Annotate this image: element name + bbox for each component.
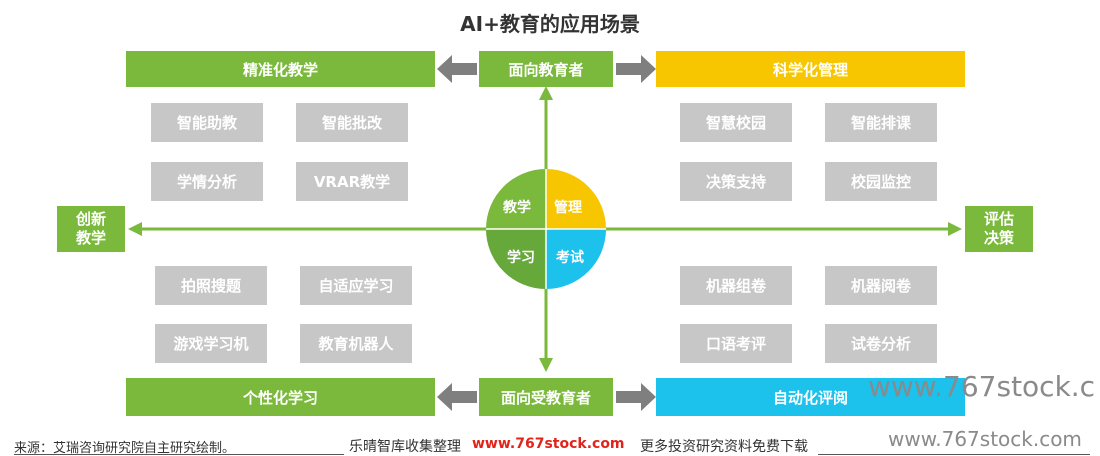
right-axis-label-line-2: 决策 <box>983 229 1014 247</box>
scenario-tile: 机器阅卷 <box>825 266 937 305</box>
scenario-tile: 自适应学习 <box>300 266 412 305</box>
watermark-side: www.767stock.c <box>868 370 1096 403</box>
scenario-tile: VRAR教学 <box>296 162 408 201</box>
top-left-category-label: 精准化教学 <box>242 60 318 79</box>
scenario-tile: 智能助教 <box>151 103 263 142</box>
scenario-tile: 智能批改 <box>296 103 408 142</box>
page-title: AI+教育的应用场景 <box>460 12 640 36</box>
center-quadrant-teaching: 教学 <box>503 200 531 216</box>
scenario-tile: 决策支持 <box>680 162 792 201</box>
watermark-bottom: www.767stock.com <box>888 427 1082 451</box>
left-axis-label-line-2: 教学 <box>75 229 106 247</box>
source-note: 来源：艾瑞咨询研究院自主研究绘制。 <box>14 441 236 456</box>
top-center-label-box: 面向教育者 <box>479 51 613 87</box>
arrow-left-icon <box>437 383 477 411</box>
bottom-center-label-box: 面向受教育者 <box>479 378 613 416</box>
footer-url-link[interactable]: www.767stock.com <box>472 436 625 452</box>
footer-brand: 乐晴智库收集整理 <box>349 439 461 455</box>
bottom-center-label: 面向受教育者 <box>500 388 591 407</box>
scenario-tile: 智能排课 <box>825 103 937 142</box>
center-circle <box>486 169 606 289</box>
right-axis-label: 评估 决策 <box>965 206 1033 252</box>
center-quadrant-exam: 考试 <box>556 250 584 266</box>
arrow-right-icon <box>616 383 656 411</box>
top-right-category-bar: 科学化管理 <box>656 51 965 87</box>
scenario-tile: 游戏学习机 <box>155 324 267 363</box>
scenario-tile: 校园监控 <box>825 162 937 201</box>
bottom-left-category-label: 个性化学习 <box>242 388 318 407</box>
center-quadrant-management: 管理 <box>554 200 582 216</box>
top-center-label: 面向教育者 <box>508 60 584 79</box>
arrow-right-icon <box>616 55 656 83</box>
right-axis-label-line-1: 评估 <box>983 210 1014 228</box>
footer-divider-left <box>14 454 344 455</box>
scenario-tile: 智慧校园 <box>680 103 792 142</box>
scenario-tile: 教育机器人 <box>300 324 412 363</box>
top-left-category-bar: 精准化教学 <box>126 51 435 87</box>
scenario-tile: 试卷分析 <box>825 324 937 363</box>
left-axis-label-line-1: 创新 <box>75 210 106 228</box>
center-quadrant-learning: 学习 <box>507 250 535 266</box>
left-axis-label: 创新 教学 <box>57 206 125 252</box>
scenario-tile: 口语考评 <box>680 324 792 363</box>
bottom-left-category-bar: 个性化学习 <box>126 378 435 416</box>
scenario-tile: 拍照搜题 <box>155 266 267 305</box>
bottom-right-category-bar: 自动化评阅 <box>656 378 965 416</box>
footer-tagline: 更多投资研究资料免费下载 <box>640 439 808 455</box>
scenario-tile: 机器组卷 <box>680 266 792 305</box>
scenario-tile: 学情分析 <box>151 162 263 201</box>
footer-divider-right <box>818 454 1090 455</box>
top-right-category-label: 科学化管理 <box>772 60 848 79</box>
bottom-right-category-label: 自动化评阅 <box>772 388 848 407</box>
arrow-left-icon <box>437 55 477 83</box>
